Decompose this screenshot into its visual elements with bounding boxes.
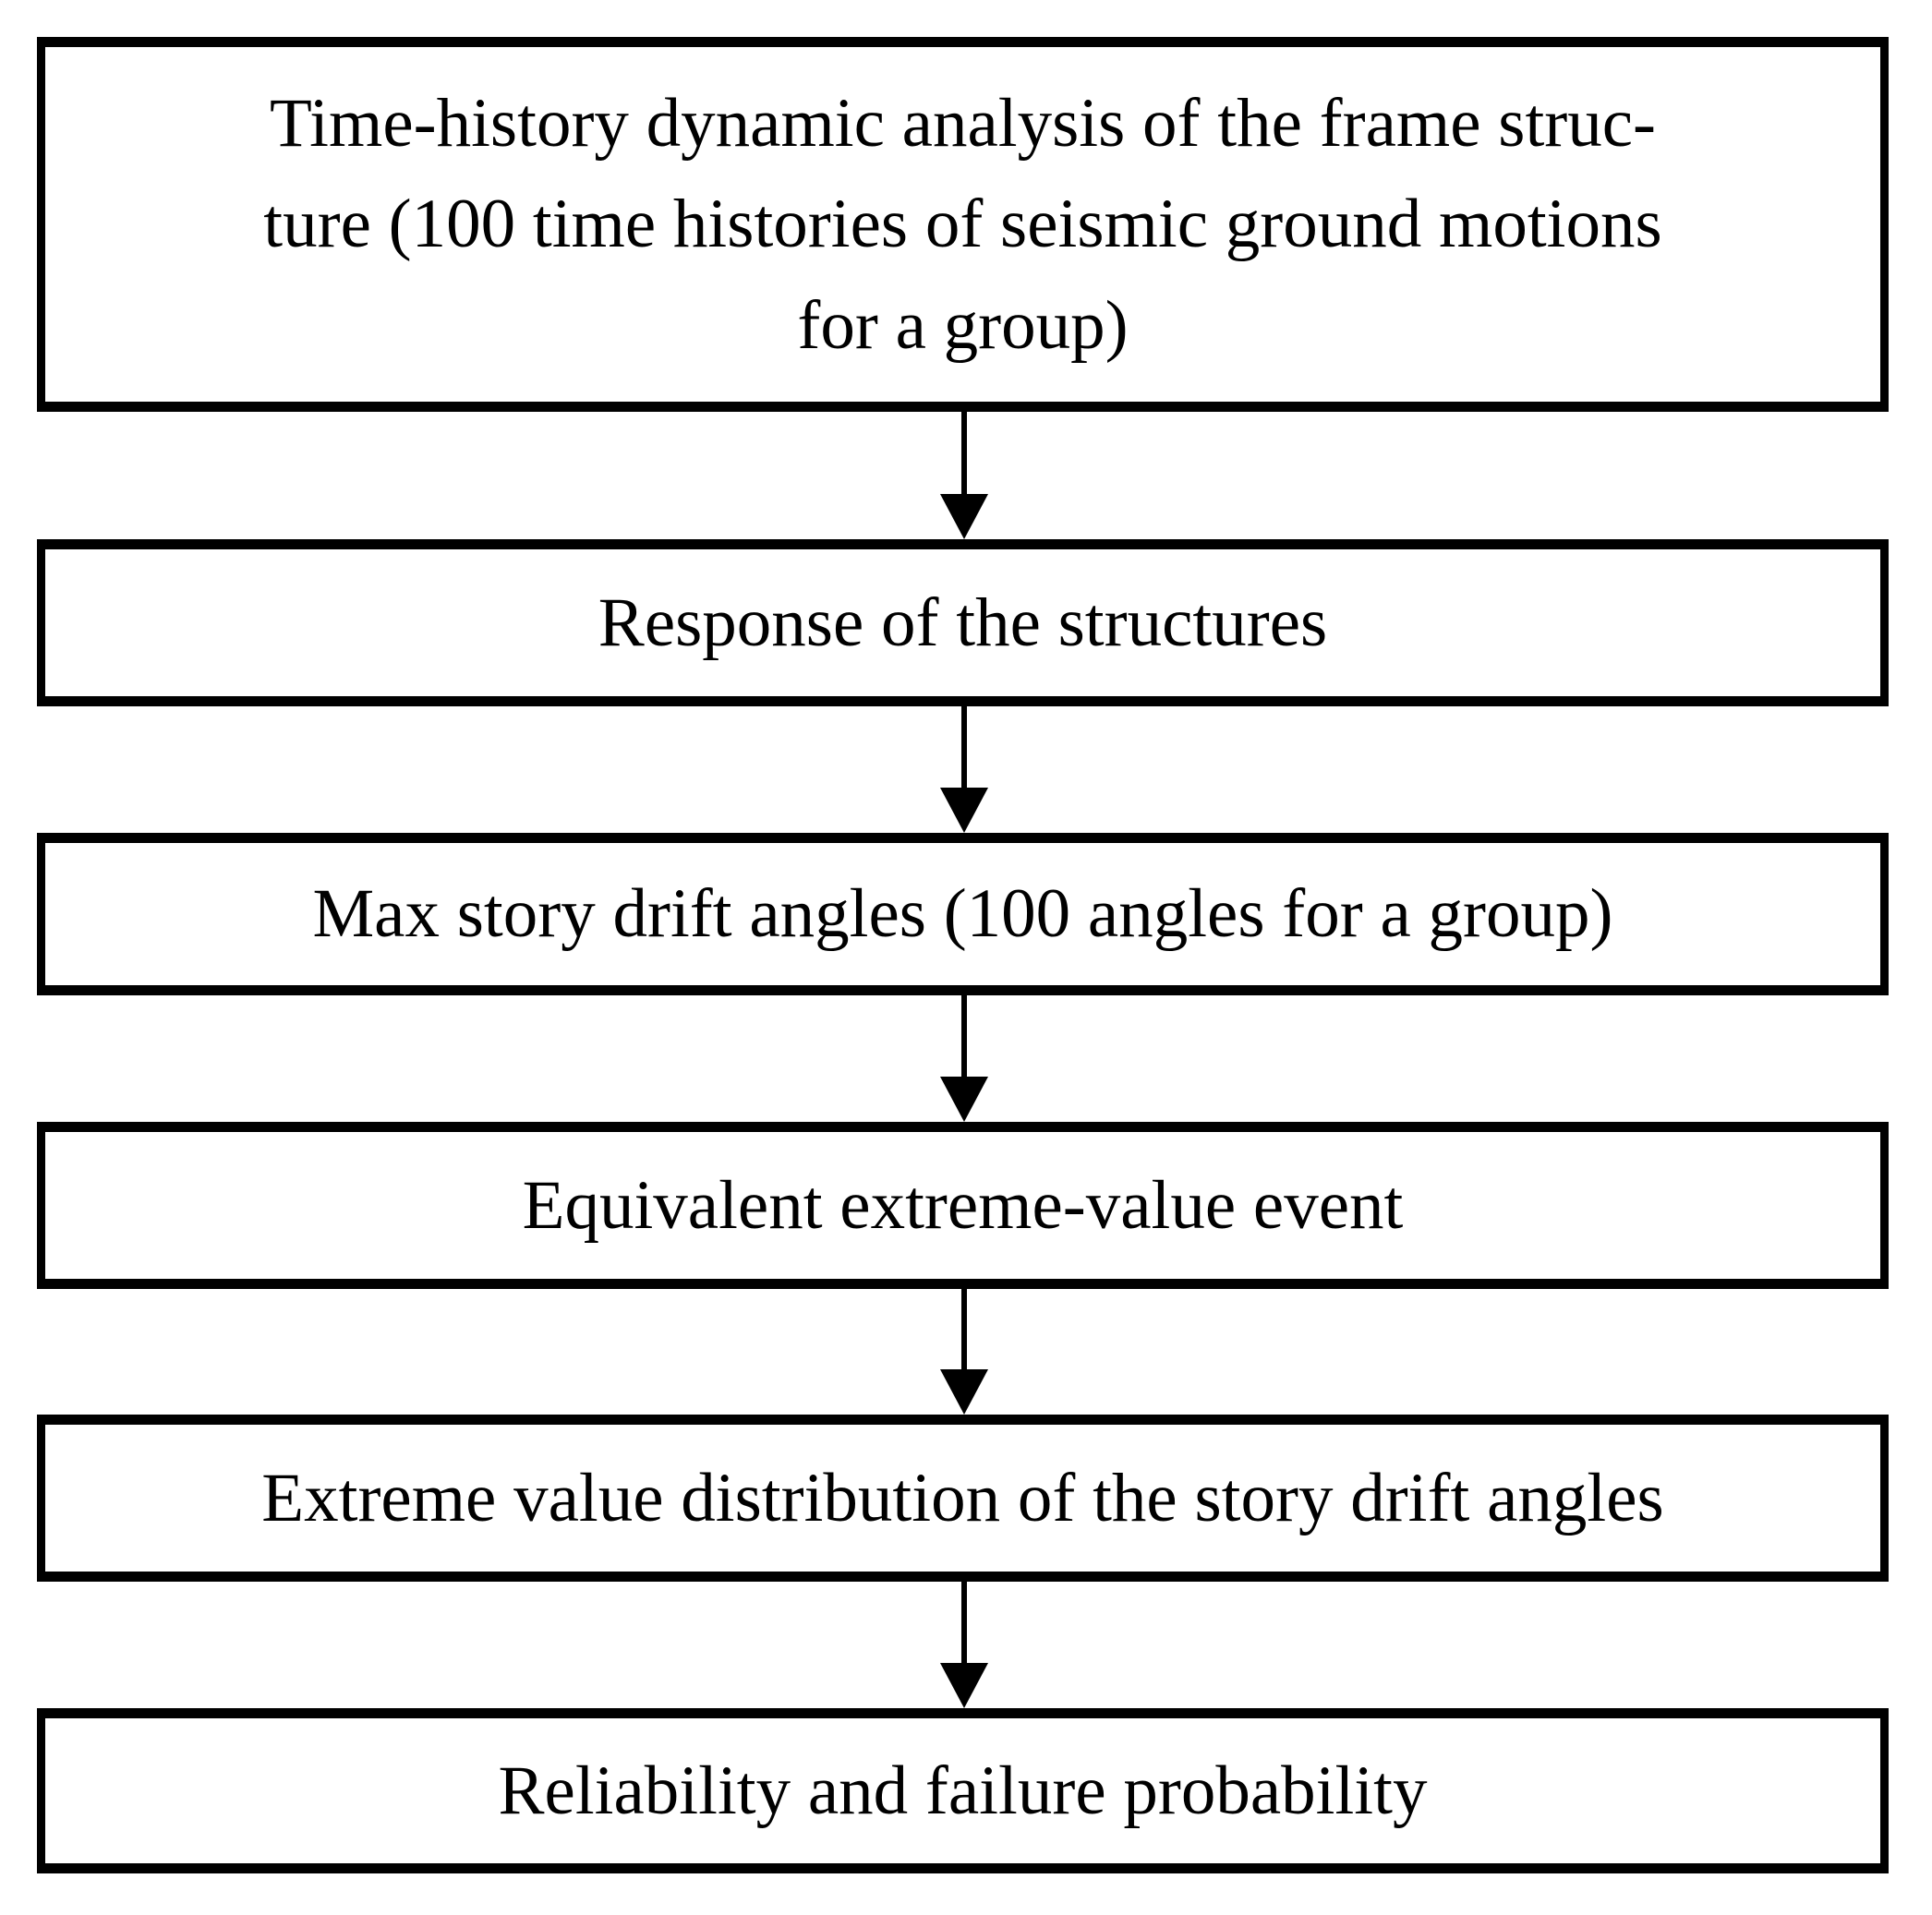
box-label: Max story drift angles (100 angles for a… <box>312 875 1613 953</box>
box-label: Reliability and failure probability <box>498 1752 1428 1829</box>
box-label: Time-history dynamic analysis of the fra… <box>263 84 1662 364</box>
flow-arrow <box>940 1289 988 1415</box>
box-structure-response: Response of the structures <box>37 539 1889 706</box>
arrow-down-icon <box>940 1663 988 1708</box>
box-extreme-value-distribution: Extreme value distribution of the story … <box>37 1415 1889 1582</box>
flow-arrow <box>940 995 988 1122</box>
arrow-shaft <box>961 412 967 494</box>
arrow-shaft <box>961 1582 967 1663</box>
box-equivalent-extreme-value-event: Equivalent extreme-value event <box>37 1122 1889 1289</box>
box-max-story-drift-angles: Max story drift angles (100 angles for a… <box>37 833 1889 995</box>
flow-arrow <box>940 412 988 539</box>
flow-arrow <box>940 706 988 833</box>
box-label: Response of the structures <box>598 584 1328 661</box>
box-reliability-failure-probability: Reliability and failure probability <box>37 1708 1889 1873</box>
arrow-down-icon <box>940 788 988 833</box>
arrow-shaft <box>961 1289 967 1369</box>
arrow-down-icon <box>940 494 988 539</box>
arrow-down-icon <box>940 1369 988 1415</box>
box-label: Equivalent extreme-value event <box>522 1166 1404 1244</box>
flow-arrow <box>940 1582 988 1708</box>
arrow-down-icon <box>940 1077 988 1122</box>
arrow-shaft <box>961 995 967 1077</box>
box-time-history-analysis: Time-history dynamic analysis of the fra… <box>37 37 1889 412</box>
box-label: Extreme value distribution of the story … <box>261 1459 1664 1536</box>
arrow-shaft <box>961 706 967 788</box>
